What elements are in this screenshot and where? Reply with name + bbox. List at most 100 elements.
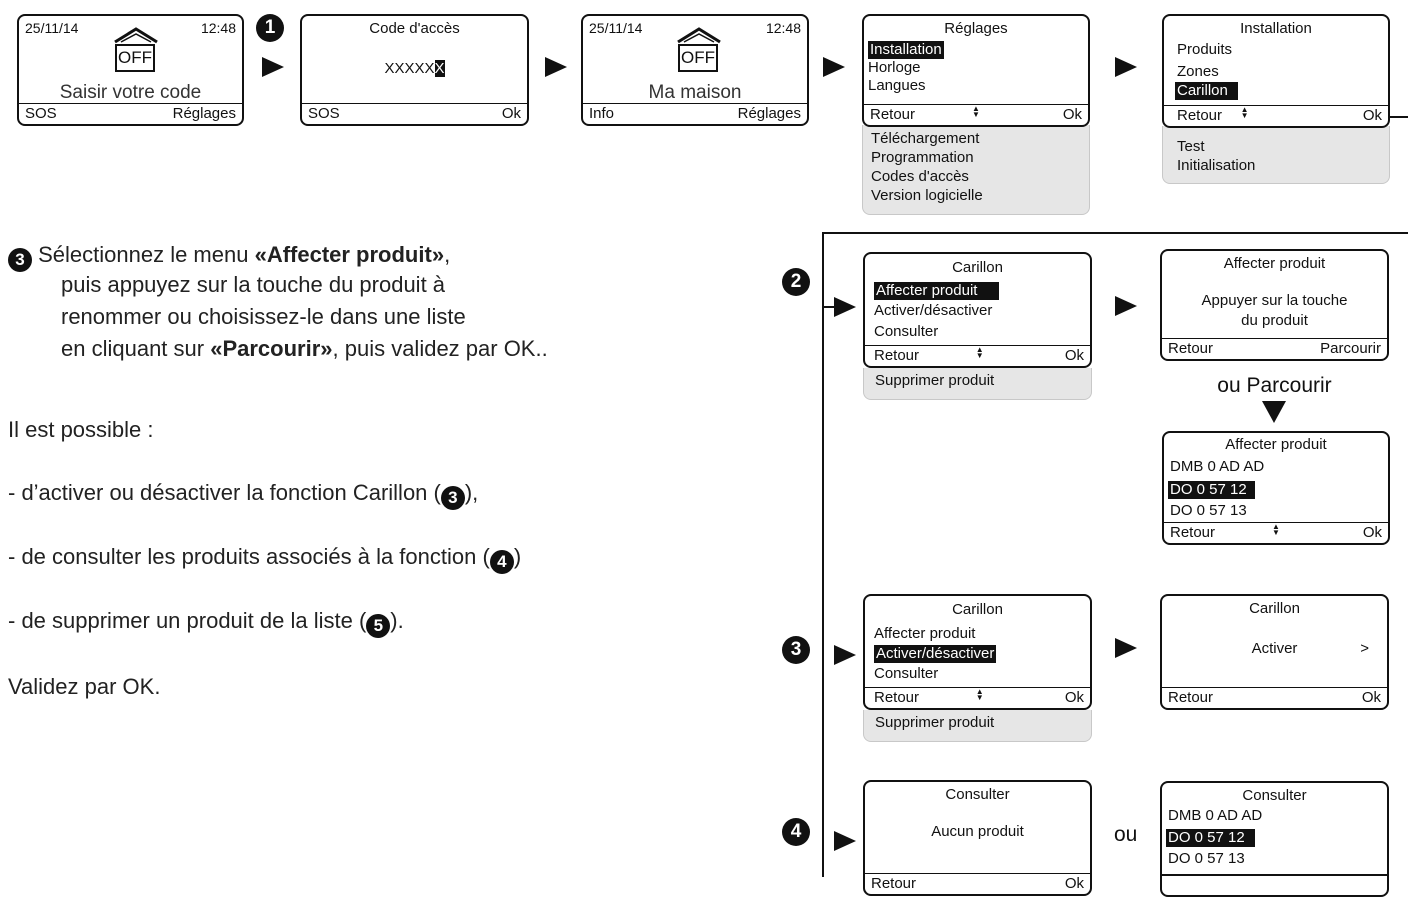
menu-item[interactable]: Activer/désactiver xyxy=(874,302,993,319)
screen-message: Appuyer sur la touche xyxy=(1201,292,1348,309)
menu-item[interactable]: Langues xyxy=(868,77,926,94)
step-5-marker: 5 xyxy=(366,614,391,638)
menu-overflow: Supprimer produit xyxy=(863,368,1092,400)
lcd-screen-carillon: Carillon Affecter produit Activer/désact… xyxy=(863,594,1092,710)
list-item-selected[interactable]: DO 0 57 12 xyxy=(1166,829,1255,847)
retour-softkey[interactable]: Retour xyxy=(1170,524,1216,541)
parcourir-softkey[interactable]: Parcourir xyxy=(1320,340,1381,357)
softkey-divider xyxy=(1162,874,1387,876)
menu-item[interactable]: Supprimer produit xyxy=(875,714,995,731)
softkey-bar: Retour ▲▼ Ok xyxy=(865,345,1090,366)
menu-item[interactable]: Codes d'accès xyxy=(871,168,969,185)
menu-item[interactable]: Programmation xyxy=(871,149,974,166)
menu-item[interactable]: Horloge xyxy=(868,59,921,76)
reglages-softkey[interactable]: Réglages xyxy=(737,105,801,122)
retour-softkey[interactable]: Retour xyxy=(870,106,916,123)
info-softkey[interactable]: Info xyxy=(589,105,615,122)
screen-title: Consulter xyxy=(1242,787,1307,804)
validate-text: Validez par OK. xyxy=(8,674,161,699)
ok-softkey[interactable]: Ok xyxy=(1361,689,1381,706)
sos-softkey[interactable]: SOS xyxy=(308,105,340,122)
screen-title: Carillon xyxy=(1249,600,1300,617)
flow-arrow-down xyxy=(1262,401,1286,423)
lcd-screen-reglages: Réglages Installation Horloge Langues Re… xyxy=(862,14,1090,127)
instruction-line-3: renommer ou choisissez-le dans une liste xyxy=(61,304,466,329)
sos-softkey[interactable]: SOS xyxy=(25,105,57,122)
screen-title: Carillon xyxy=(952,601,1003,618)
retour-softkey[interactable]: Retour xyxy=(1177,107,1223,124)
softkey-bar: SOS Ok xyxy=(302,103,527,124)
retour-softkey[interactable]: Retour xyxy=(874,689,920,706)
menu-item[interactable]: Consulter xyxy=(874,323,939,340)
list-item-selected[interactable]: DO 0 57 12 xyxy=(1168,481,1255,499)
flow-arrow xyxy=(834,831,856,851)
menu-item[interactable]: Supprimer produit xyxy=(875,372,995,389)
lcd-screen-affecter-list: Affecter produit DMB 0 AD AD DO 0 57 12 … xyxy=(1162,431,1390,545)
lcd-screen-carillon: Carillon Affecter produit Activer/désact… xyxy=(863,252,1092,368)
list-item[interactable]: DO 0 57 13 xyxy=(1168,850,1245,867)
up-down-icon: ▲▼ xyxy=(975,687,984,702)
ok-softkey[interactable]: Ok xyxy=(501,105,521,122)
screen-message: du produit xyxy=(1241,312,1308,329)
flow-arrow xyxy=(834,645,856,665)
screen-title: Affecter produit xyxy=(1225,436,1327,453)
menu-item[interactable]: Version logicielle xyxy=(871,187,983,204)
step-2-marker: 2 xyxy=(782,268,810,296)
house-icon xyxy=(114,27,158,44)
screen-title: Réglages xyxy=(944,20,1008,37)
connector-line xyxy=(822,306,836,308)
menu-item-selected[interactable]: Affecter produit xyxy=(874,282,1000,300)
softkey-bar: Retour Parcourir xyxy=(1162,338,1387,359)
ok-softkey[interactable]: Ok xyxy=(1064,689,1084,706)
ok-softkey[interactable]: Ok xyxy=(1062,106,1082,123)
next-option-icon[interactable]: > xyxy=(1360,640,1369,657)
flow-arrow xyxy=(834,297,856,317)
step-4-marker: 4 xyxy=(489,550,514,574)
softkey-bar: Retour ▲▼ Ok xyxy=(865,687,1090,708)
retour-softkey[interactable]: Retour xyxy=(1168,689,1214,706)
flow-arrow xyxy=(1115,638,1137,658)
reglages-softkey[interactable]: Réglages xyxy=(172,105,236,122)
menu-overflow: Test Initialisation xyxy=(1162,126,1390,184)
retour-softkey[interactable]: Retour xyxy=(874,347,920,364)
code-entry: XXXXXX xyxy=(302,60,527,78)
house-icon xyxy=(677,27,721,44)
code-cursor: X xyxy=(434,60,445,77)
softkey-bar: Retour Ok xyxy=(865,873,1090,894)
step-3-marker: 3 xyxy=(440,486,465,510)
list-item[interactable]: DMB 0 AD AD xyxy=(1168,807,1263,824)
connector-line xyxy=(1390,116,1408,118)
ok-softkey[interactable]: Ok xyxy=(1362,524,1382,541)
step-1-marker: 1 xyxy=(256,14,284,42)
activer-option[interactable]: Activer xyxy=(1251,640,1298,657)
retour-softkey[interactable]: Retour xyxy=(1168,340,1214,357)
off-status-icon: OFF xyxy=(115,44,155,72)
instruction-line-1: 3 Sélectionnez le menu «Affecter produit… xyxy=(8,240,450,272)
menu-item-selected[interactable]: Activer/désactiver xyxy=(874,645,997,663)
softkey-bar: Retour ▲▼ Ok xyxy=(1164,522,1388,543)
bullet-activate: - d’activer ou désactiver la fonction Ca… xyxy=(8,478,478,510)
possible-heading: Il est possible : xyxy=(8,417,154,442)
list-item[interactable]: DMB 0 AD AD xyxy=(1170,458,1265,475)
list-item[interactable]: DO 0 57 13 xyxy=(1170,502,1247,519)
menu-item[interactable]: Test xyxy=(1177,138,1205,155)
lcd-screen-affecter: Affecter produit Appuyer sur la touche d… xyxy=(1160,249,1389,361)
step-3-marker: 3 xyxy=(782,636,810,664)
menu-item[interactable]: Produits xyxy=(1177,41,1233,58)
step-3-marker: 3 xyxy=(8,248,32,272)
menu-item[interactable]: Initialisation xyxy=(1177,157,1256,174)
menu-item-selected[interactable]: Installation xyxy=(868,41,944,59)
menu-item[interactable]: Affecter produit xyxy=(874,625,976,642)
time-label: 12:48 xyxy=(200,20,236,36)
menu-item-selected[interactable]: Carillon xyxy=(1175,82,1238,100)
instruction-line-2: puis appuyez sur la touche du produit à xyxy=(61,272,446,297)
ou-parcourir-label: ou Parcourir xyxy=(1217,374,1332,397)
menu-item[interactable]: Téléchargement xyxy=(871,130,980,147)
menu-overflow: Téléchargement Programmation Codes d'acc… xyxy=(862,125,1090,215)
menu-item[interactable]: Consulter xyxy=(874,665,939,682)
menu-item[interactable]: Zones xyxy=(1177,63,1219,80)
ok-softkey[interactable]: Ok xyxy=(1064,347,1084,364)
flow-arrow xyxy=(1115,296,1137,316)
ok-softkey[interactable]: Ok xyxy=(1362,107,1382,124)
flow-arrow xyxy=(1115,57,1137,77)
